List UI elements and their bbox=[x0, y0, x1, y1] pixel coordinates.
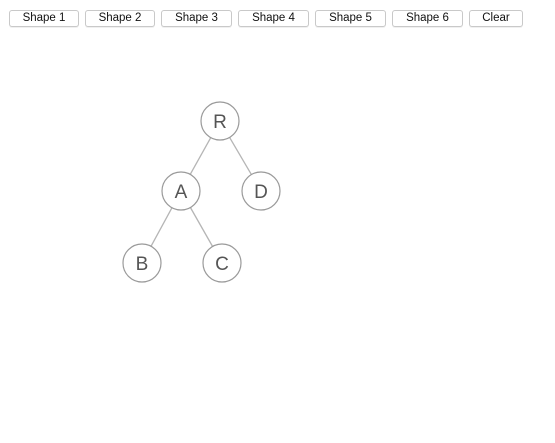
toolbar: Shape 1 Shape 2 Shape 3 Shape 4 Shape 5 … bbox=[0, 0, 555, 36]
node-circle bbox=[122, 243, 162, 283]
clear-button[interactable]: Clear bbox=[469, 10, 523, 27]
tree-diagram: R A D B C bbox=[122, 101, 281, 283]
shape-6-button[interactable]: Shape 6 bbox=[392, 10, 463, 27]
node-label: R bbox=[213, 112, 227, 133]
node-label: C bbox=[215, 254, 229, 275]
node-d[interactable]: D bbox=[241, 171, 281, 211]
shape-1-button[interactable]: Shape 1 bbox=[9, 10, 79, 27]
shape-3-button[interactable]: Shape 3 bbox=[161, 10, 232, 27]
nodes-layer: R A D B C bbox=[122, 101, 281, 283]
node-r[interactable]: R bbox=[200, 101, 240, 141]
node-b[interactable]: B bbox=[122, 243, 162, 283]
node-label: A bbox=[175, 182, 188, 203]
edges-layer bbox=[150, 137, 252, 247]
shape-4-button[interactable]: Shape 4 bbox=[238, 10, 309, 27]
edge-a-b bbox=[150, 207, 173, 247]
node-circle bbox=[241, 171, 281, 211]
shape-5-button[interactable]: Shape 5 bbox=[315, 10, 386, 27]
node-circle bbox=[202, 243, 242, 283]
edge-a-c bbox=[189, 207, 214, 247]
shape-2-button[interactable]: Shape 2 bbox=[85, 10, 155, 27]
node-circle bbox=[161, 171, 201, 211]
node-circle bbox=[200, 101, 240, 141]
edge-r-d bbox=[229, 137, 252, 175]
drawing-canvas[interactable]: R A D B C bbox=[0, 36, 555, 443]
node-label: B bbox=[136, 254, 149, 275]
edge-r-a bbox=[189, 137, 212, 175]
node-label: D bbox=[254, 182, 268, 203]
node-a[interactable]: A bbox=[161, 171, 201, 211]
node-c[interactable]: C bbox=[202, 243, 242, 283]
